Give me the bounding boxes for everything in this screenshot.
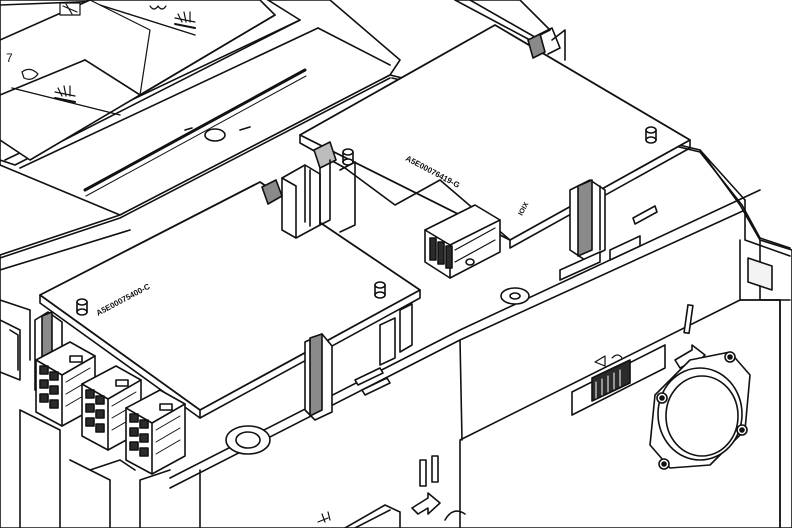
terminal-block	[125, 389, 186, 475]
guide-rail-right-board	[527, 27, 606, 261]
flame-icon	[54, 85, 76, 103]
hand-icon	[21, 68, 39, 80]
mounting-screw	[736, 424, 748, 436]
mounting-screw	[724, 351, 736, 363]
flame-icon	[149, 5, 196, 29]
standoff-post	[76, 298, 88, 316]
top-cover: 7	[0, 0, 551, 197]
terminal-connector-right	[424, 204, 501, 279]
board-left: A5E00075400-C	[39, 181, 421, 419]
hand-icon	[59, 2, 81, 16]
flame-icon	[317, 511, 331, 523]
hand-icon	[594, 354, 623, 367]
guide-rail-left-board	[261, 141, 356, 239]
page-number: 7	[6, 51, 13, 65]
terminal-block	[35, 341, 96, 427]
arrow-icon	[411, 492, 441, 515]
standoff-post	[374, 281, 386, 299]
cable-gland-port	[649, 351, 751, 470]
mounting-screw	[656, 392, 668, 404]
mounting-screw	[658, 458, 670, 470]
standoff-post	[645, 126, 657, 144]
slide-switch	[571, 344, 706, 416]
housing-details	[225, 205, 694, 487]
guide-rail-front	[304, 303, 413, 421]
bottom-details	[19, 409, 466, 528]
standoff-post	[342, 148, 354, 166]
